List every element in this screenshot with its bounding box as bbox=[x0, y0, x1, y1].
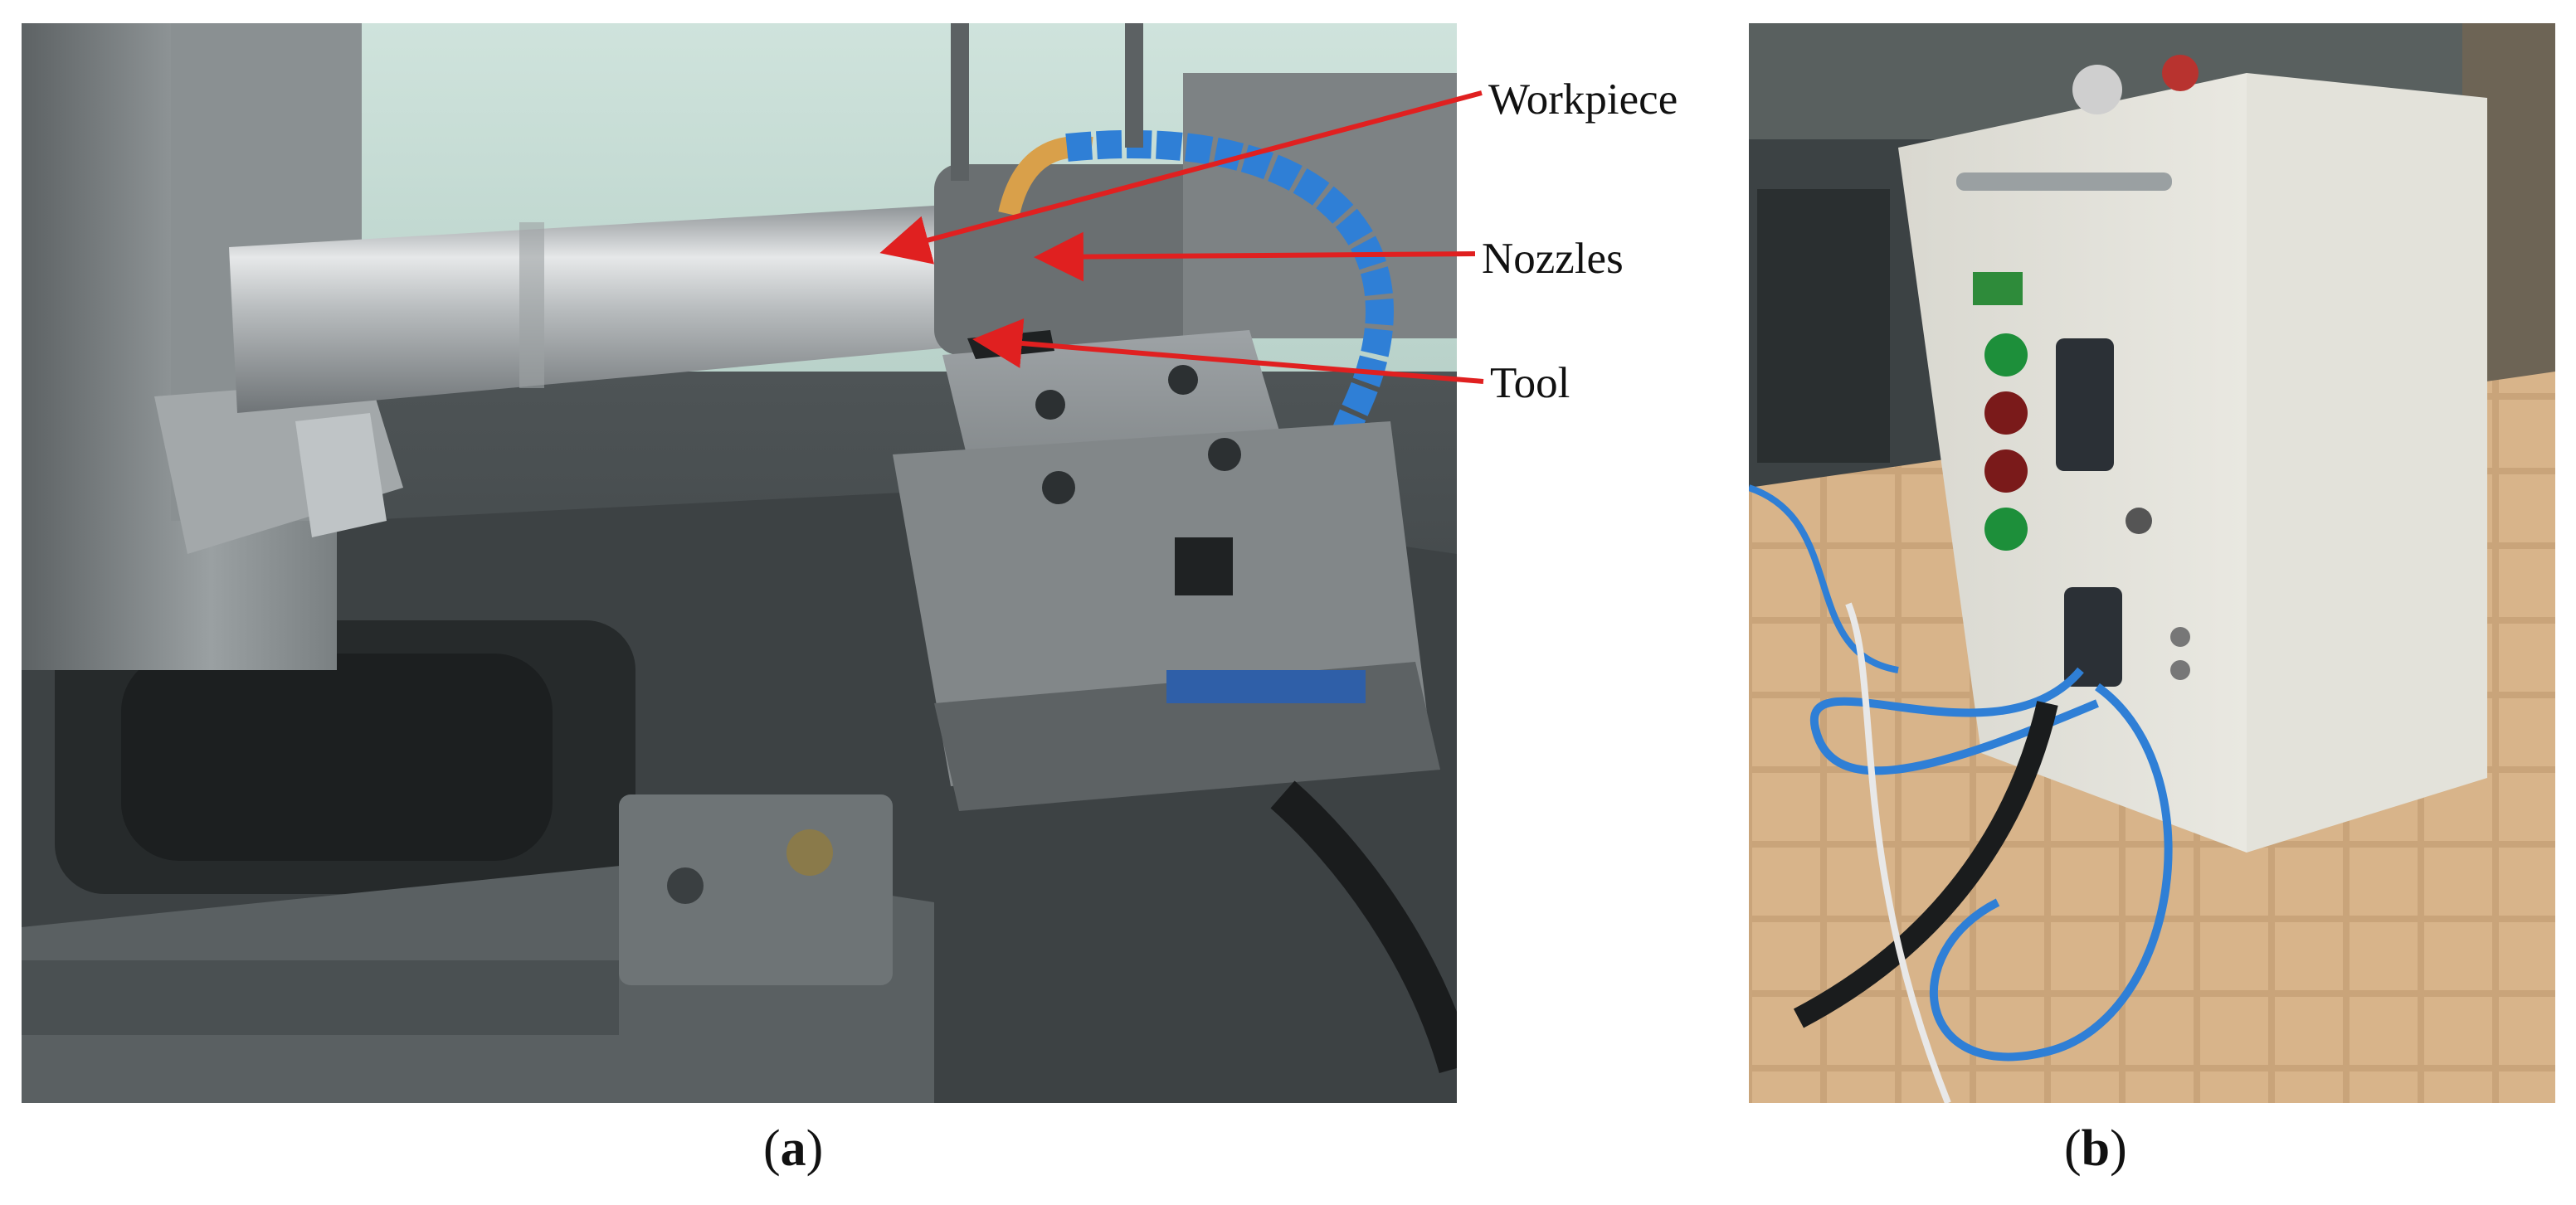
control-cabinet-illustration bbox=[1749, 23, 2555, 1103]
nozzles-label: Nozzles bbox=[1482, 235, 1624, 283]
lathe-photo bbox=[22, 23, 1457, 1103]
caption-b-close: ) bbox=[2110, 1120, 2127, 1177]
lathe-photo-illustration bbox=[22, 23, 1457, 1103]
caption-a-letter: a bbox=[780, 1120, 806, 1177]
panel-b-caption: (b) bbox=[2064, 1123, 2127, 1174]
workpiece-label: Workpiece bbox=[1488, 75, 1678, 124]
caption-b-letter: b bbox=[2081, 1120, 2111, 1177]
tool-label: Tool bbox=[1490, 359, 1570, 407]
caption-b-open: ( bbox=[2064, 1120, 2082, 1177]
caption-a-open: ( bbox=[763, 1120, 781, 1177]
control-cabinet-photo bbox=[1749, 23, 2555, 1103]
caption-a-close: ) bbox=[806, 1120, 824, 1177]
panel-a-caption: (a) bbox=[763, 1123, 823, 1174]
